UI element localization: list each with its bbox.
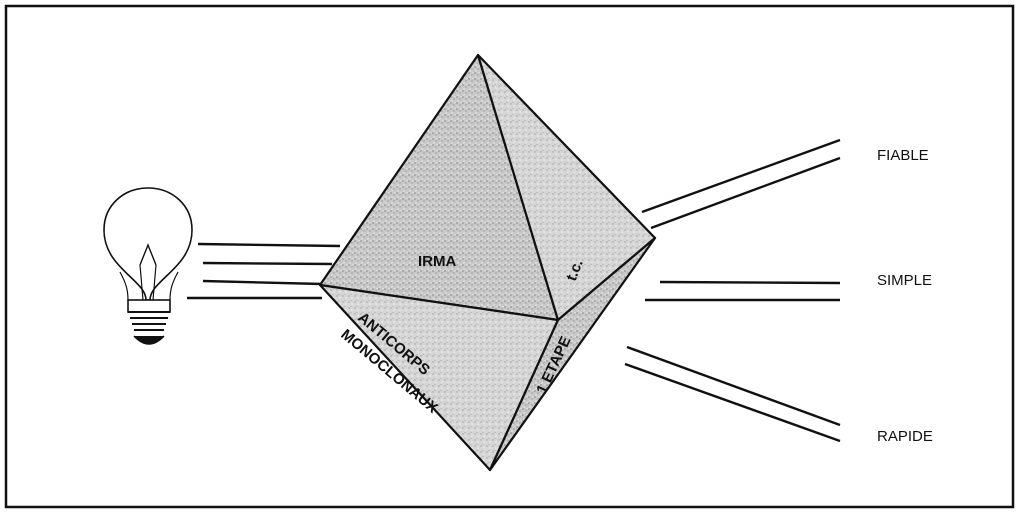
light-bulb-icon [104,188,192,344]
outgoing-rays [625,140,840,441]
ray-line [203,281,322,284]
ray-line-simple [660,282,840,283]
incoming-rays [187,244,340,298]
output-label-rapide: RAPIDE [877,428,933,445]
output-label-fiable: FIABLE [877,147,929,164]
ray-line [198,244,340,246]
output-label-simple: SIMPLE [877,272,932,289]
ray-line-rapide [625,364,840,441]
octahedron-prism [320,55,655,470]
face-label-irma: IRMA [418,253,456,270]
ray-line [203,263,332,264]
ray-line-rapide [627,347,840,425]
ray-line-fiable [651,158,840,228]
ray-line-fiable [642,140,840,212]
